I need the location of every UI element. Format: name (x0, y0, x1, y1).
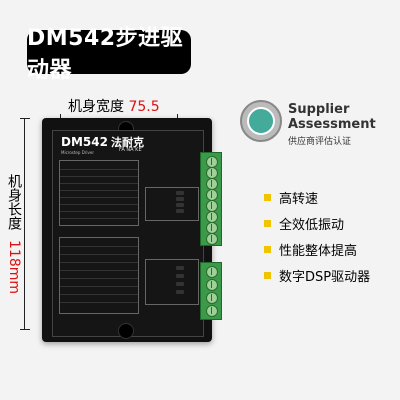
table-row (60, 254, 138, 255)
height-dimension-line (20, 118, 30, 330)
table-row (60, 270, 138, 271)
height-value: 118mm (6, 240, 22, 294)
feature-item: 全效低振动 (264, 210, 370, 236)
table-row (60, 218, 138, 219)
dip-switch (176, 290, 184, 294)
supplier-line2: Assessment (288, 117, 376, 132)
height-label: 机身长度 (6, 174, 22, 230)
signal-terminal-block (200, 152, 222, 246)
feature-label: 数字DSP驱动器 (279, 269, 371, 285)
power-panel (145, 259, 199, 305)
square-bullet-icon (264, 271, 271, 279)
dip-switch (176, 274, 184, 278)
supplier-assessment-badge: Supplier Assessment 供应商评估认证 (240, 100, 390, 155)
table-row (60, 204, 138, 205)
device-subtitle: Microstep Driver (61, 150, 94, 155)
square-bullet-icon (264, 193, 271, 201)
table-row (60, 183, 138, 184)
product-title-text: DM542步进驱动器 (27, 26, 184, 83)
assessment-seal-icon (240, 100, 282, 142)
dip-switch (176, 209, 184, 213)
terminal-screw (206, 279, 218, 291)
product-title: DM542步进驱动器 (27, 26, 191, 83)
terminal-screw (206, 233, 218, 245)
feature-label: 全效低振动 (279, 217, 345, 233)
device-model: DM542 (61, 135, 108, 149)
device-brand-en: FA NA KE (119, 147, 142, 153)
table-row (60, 286, 138, 287)
terminal-screw (206, 305, 218, 317)
table-row (60, 197, 138, 198)
table-row (60, 294, 138, 295)
stepper-driver-device: DM542 法耐克 FA NA KE Microstep Driver (42, 118, 212, 342)
feature-list: 高转速 全效低振动 性能整体提高 数字DSP驱动器 (264, 184, 370, 288)
terminal-screw (206, 292, 218, 304)
width-dimension: 机身宽度 75.5 (68, 96, 160, 116)
mount-hole (118, 323, 134, 339)
supplier-line3: 供应商评估认证 (288, 137, 352, 147)
dip-switch (176, 266, 184, 270)
table-row (60, 176, 138, 177)
width-value: 75.5 (128, 99, 160, 115)
feature-item: 数字DSP驱动器 (264, 262, 370, 288)
table-row (60, 211, 138, 212)
feature-item: 高转速 (264, 184, 370, 210)
table-row (60, 169, 138, 170)
feature-item: 性能整体提高 (264, 236, 370, 262)
feature-label: 高转速 (279, 191, 319, 207)
seal-check-icon (247, 107, 275, 135)
microstep-table (59, 237, 139, 314)
terminal-screw (206, 266, 218, 278)
dip-switch-panel (145, 187, 199, 221)
table-row (60, 246, 138, 247)
width-label: 机身宽度 (68, 99, 124, 115)
table-row (60, 302, 138, 303)
dip-switch (176, 282, 184, 286)
square-bullet-icon (264, 219, 271, 227)
table-row (60, 278, 138, 279)
dip-switch (176, 203, 184, 207)
supplier-line1: Supplier (288, 102, 350, 117)
device-brand-cn: 法耐克 (111, 136, 144, 149)
device-face-panel: DM542 法耐克 FA NA KE Microstep Driver (52, 130, 204, 337)
table-row (60, 262, 138, 263)
power-terminal-block (200, 262, 222, 320)
square-bullet-icon (264, 245, 271, 253)
dip-switch (176, 197, 184, 201)
feature-label: 性能整体提高 (279, 243, 358, 259)
current-table (59, 160, 139, 226)
table-row (60, 190, 138, 191)
dip-switch (176, 191, 184, 195)
